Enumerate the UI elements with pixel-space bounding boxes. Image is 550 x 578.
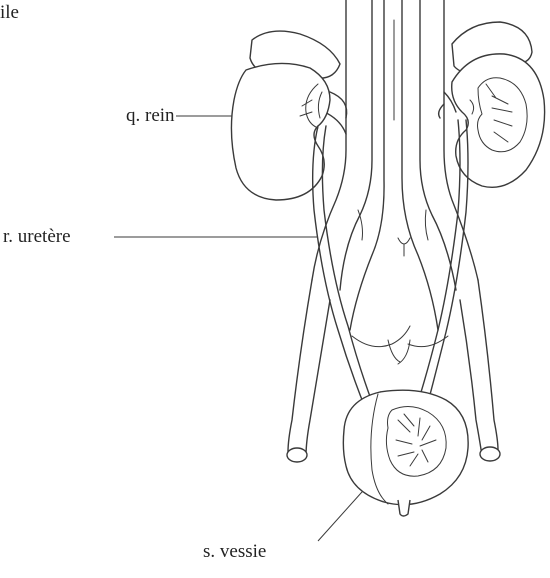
left-kidney [231, 31, 340, 200]
ureter-label: r. uretère [3, 227, 71, 246]
top-label-fragment: ile [0, 3, 19, 22]
kidney-label: q. rein [126, 106, 175, 125]
bladder-label: s. vessie [203, 542, 266, 561]
bladder [343, 390, 468, 516]
right-kidney [452, 22, 545, 187]
